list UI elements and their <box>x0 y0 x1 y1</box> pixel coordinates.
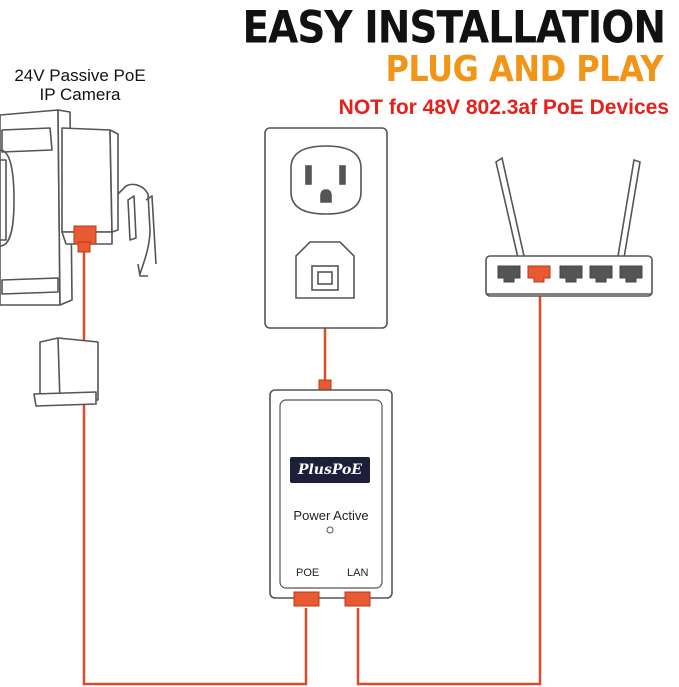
ip-camera-icon <box>0 109 157 407</box>
camera-label: 24V Passive PoE IP Camera <box>0 66 160 104</box>
power-plug-connector <box>318 379 332 391</box>
wall-outlet-icon <box>264 127 388 329</box>
router-port-4 <box>589 265 613 283</box>
lan-port-connector <box>344 591 371 607</box>
poe-injector-icon <box>269 389 393 599</box>
pluspoe-logo: PlusPoE <box>290 457 370 483</box>
router-port-3 <box>559 265 583 283</box>
lan-cable <box>356 284 542 686</box>
camera-connector <box>73 225 97 245</box>
camera-label-line1: 24V Passive PoE <box>14 66 146 85</box>
router-port-1 <box>497 265 521 283</box>
camera-connector-plug <box>77 241 91 253</box>
router-port-2 <box>527 265 551 283</box>
page-subtitle: PLUG AND PLAY <box>385 48 663 90</box>
router-port-5 <box>619 265 643 283</box>
poe-port-connector <box>293 591 320 607</box>
power-active-label: Power Active <box>293 508 369 523</box>
camera-cable <box>82 240 308 686</box>
warning-text: NOT for 48V 802.3af PoE Devices <box>338 96 669 119</box>
poe-port-label: POE <box>296 567 320 579</box>
page-title: EASY INSTALLATION <box>242 2 666 54</box>
lan-port-label: LAN <box>347 567 369 579</box>
camera-label-line2: IP Camera <box>39 85 121 104</box>
power-indicator-led <box>326 526 334 534</box>
router-ports <box>497 265 643 283</box>
